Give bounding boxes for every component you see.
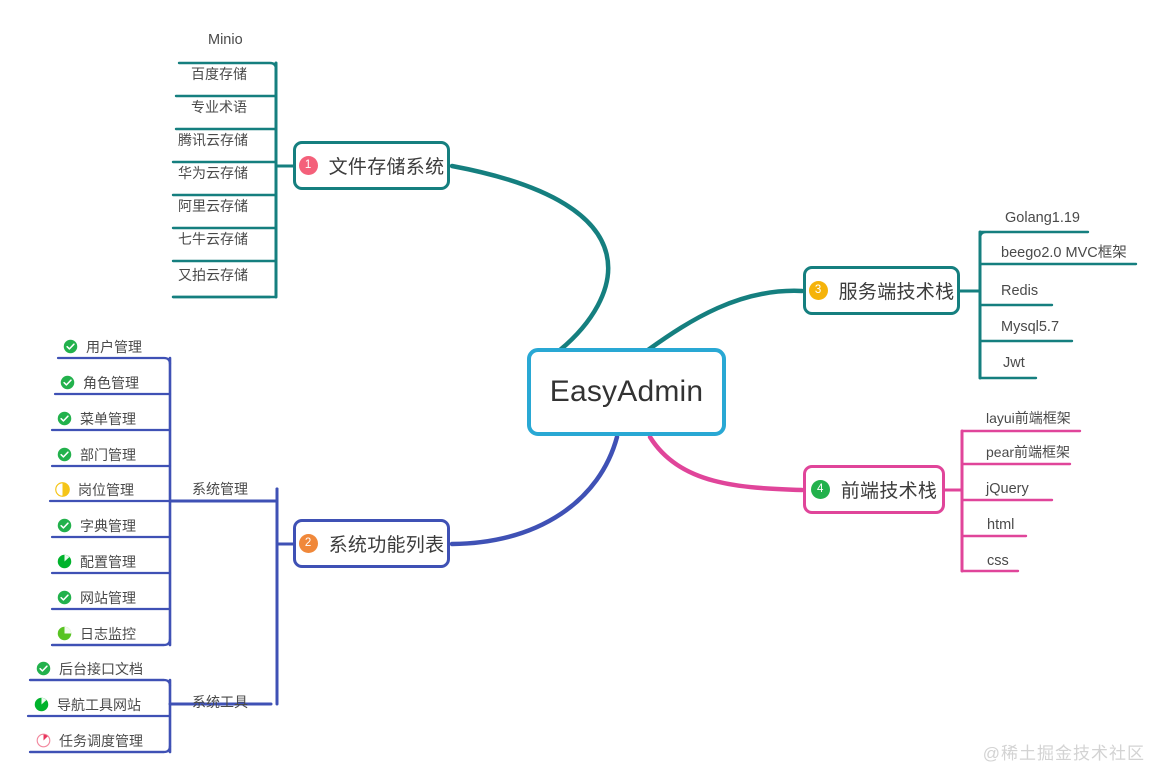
leaf-huawei-cloud-storage[interactable]: 华为云存储: [178, 165, 248, 181]
leaf-terminology[interactable]: 专业术语: [191, 99, 247, 115]
feature-label: 配置管理: [80, 553, 136, 570]
pie-progress-icon: [57, 554, 72, 569]
half-circle-icon: [55, 482, 70, 497]
branch-label-1: 文件存储系统: [328, 157, 445, 178]
feature-row-position-management[interactable]: 岗位管理: [55, 482, 134, 497]
branch-badge-1: 1: [298, 156, 318, 175]
feature-label: 任务调度管理: [59, 732, 143, 749]
category-label-system-tools[interactable]: 系统工具: [192, 694, 248, 710]
feature-row-website-management[interactable]: 网站管理: [57, 590, 136, 605]
branch2-item-underline: [56, 356, 172, 366]
connector-center-to-branch4: [647, 434, 805, 493]
branch-node-backend-stack[interactable]: 3 服务端技术栈: [803, 266, 960, 315]
check-circle-icon: [60, 375, 75, 390]
center-node[interactable]: EasyAdmin: [527, 348, 726, 436]
leaf-jquery[interactable]: jQuery: [986, 481, 1029, 497]
feature-row-department-management[interactable]: 部门管理: [57, 447, 136, 462]
leaf-pear[interactable]: pear前端框架: [986, 444, 1071, 460]
feature-row-role-management[interactable]: 角色管理: [60, 375, 139, 390]
leaf-beego[interactable]: beego2.0 MVC框架: [1001, 245, 1127, 261]
pie-progress-icon: [34, 697, 49, 712]
leaf-baidu-storage[interactable]: 百度存储: [191, 66, 247, 82]
branch-badge-2: 2: [298, 534, 318, 553]
leaf-golang[interactable]: Golang1.19: [1005, 210, 1080, 226]
check-circle-icon: [57, 447, 72, 462]
center-node-label: EasyAdmin: [549, 375, 704, 408]
leaf-qiniu-cloud-storage[interactable]: 七牛云存储: [178, 231, 248, 247]
feature-row-nav-tools-site[interactable]: 导航工具网站: [34, 697, 141, 712]
check-circle-icon: [36, 661, 51, 676]
feature-row-config-management[interactable]: 配置管理: [57, 554, 136, 569]
branch-node-frontend-stack[interactable]: 4 前端技术栈: [803, 465, 945, 514]
feature-row-api-doc[interactable]: 后台接口文档: [36, 661, 143, 676]
feature-label: 岗位管理: [78, 481, 134, 498]
feature-label: 菜单管理: [80, 410, 136, 427]
leaf-html[interactable]: html: [987, 517, 1015, 533]
leaf-redis[interactable]: Redis: [1001, 283, 1039, 299]
branch2-item-underline: [28, 678, 172, 688]
feature-label: 后台接口文档: [59, 660, 143, 677]
leaf-tencent-cloud-storage[interactable]: 腾讯云存储: [178, 132, 248, 148]
feature-row-log-monitor[interactable]: 日志监控: [57, 626, 136, 641]
watermark: @稀土掘金技术社区: [982, 744, 1145, 763]
branch3-leaf-underline: [978, 230, 1090, 240]
feature-label: 角色管理: [83, 374, 139, 391]
pie-progress-icon: [57, 626, 72, 641]
leaf-css[interactable]: css: [987, 553, 1009, 569]
branch-label-4: 前端技术栈: [840, 481, 938, 502]
branch-badge-3: 3: [808, 281, 828, 300]
feature-row-task-scheduler[interactable]: 任务调度管理: [36, 733, 143, 748]
branch-badge-4: 4: [810, 480, 830, 499]
feature-row-dictionary-management[interactable]: 字典管理: [57, 518, 136, 533]
branch-label-2: 系统功能列表: [328, 535, 445, 556]
check-circle-icon: [57, 518, 72, 533]
leaf-minio[interactable]: Minio: [208, 32, 243, 48]
connector-center-to-branch1: [449, 163, 611, 353]
connector-center-to-branch3: [645, 288, 805, 353]
connector-center-to-branch2: [449, 434, 620, 547]
branch-node-file-storage[interactable]: 1 文件存储系统: [293, 141, 450, 190]
feature-label: 部门管理: [80, 446, 136, 463]
branch1-leaf-underline: [171, 289, 278, 299]
feature-row-user-management[interactable]: 用户管理: [63, 339, 142, 354]
category-label-system-management[interactable]: 系统管理: [192, 481, 248, 497]
feature-label: 日志监控: [80, 625, 136, 642]
leaf-aliyun-cloud-storage[interactable]: 阿里云存储: [178, 198, 248, 214]
check-circle-icon: [57, 411, 72, 426]
branch-label-3: 服务端技术栈: [838, 282, 955, 303]
pie-outline-icon: [36, 733, 51, 748]
feature-label: 用户管理: [86, 338, 142, 355]
feature-label: 字典管理: [80, 517, 136, 534]
feature-label: 导航工具网站: [57, 696, 141, 713]
feature-row-menu-management[interactable]: 菜单管理: [57, 411, 136, 426]
leaf-mysql[interactable]: Mysql5.7: [1001, 319, 1060, 335]
feature-label: 网站管理: [80, 589, 136, 606]
check-circle-icon: [63, 339, 78, 354]
check-circle-icon: [57, 590, 72, 605]
leaf-upyun-cloud-storage[interactable]: 又拍云存储: [178, 267, 248, 283]
leaf-jwt[interactable]: Jwt: [1003, 355, 1025, 371]
branch-node-system-features[interactable]: 2 系统功能列表: [293, 519, 450, 568]
leaf-layui[interactable]: layui前端框架: [986, 410, 1071, 426]
